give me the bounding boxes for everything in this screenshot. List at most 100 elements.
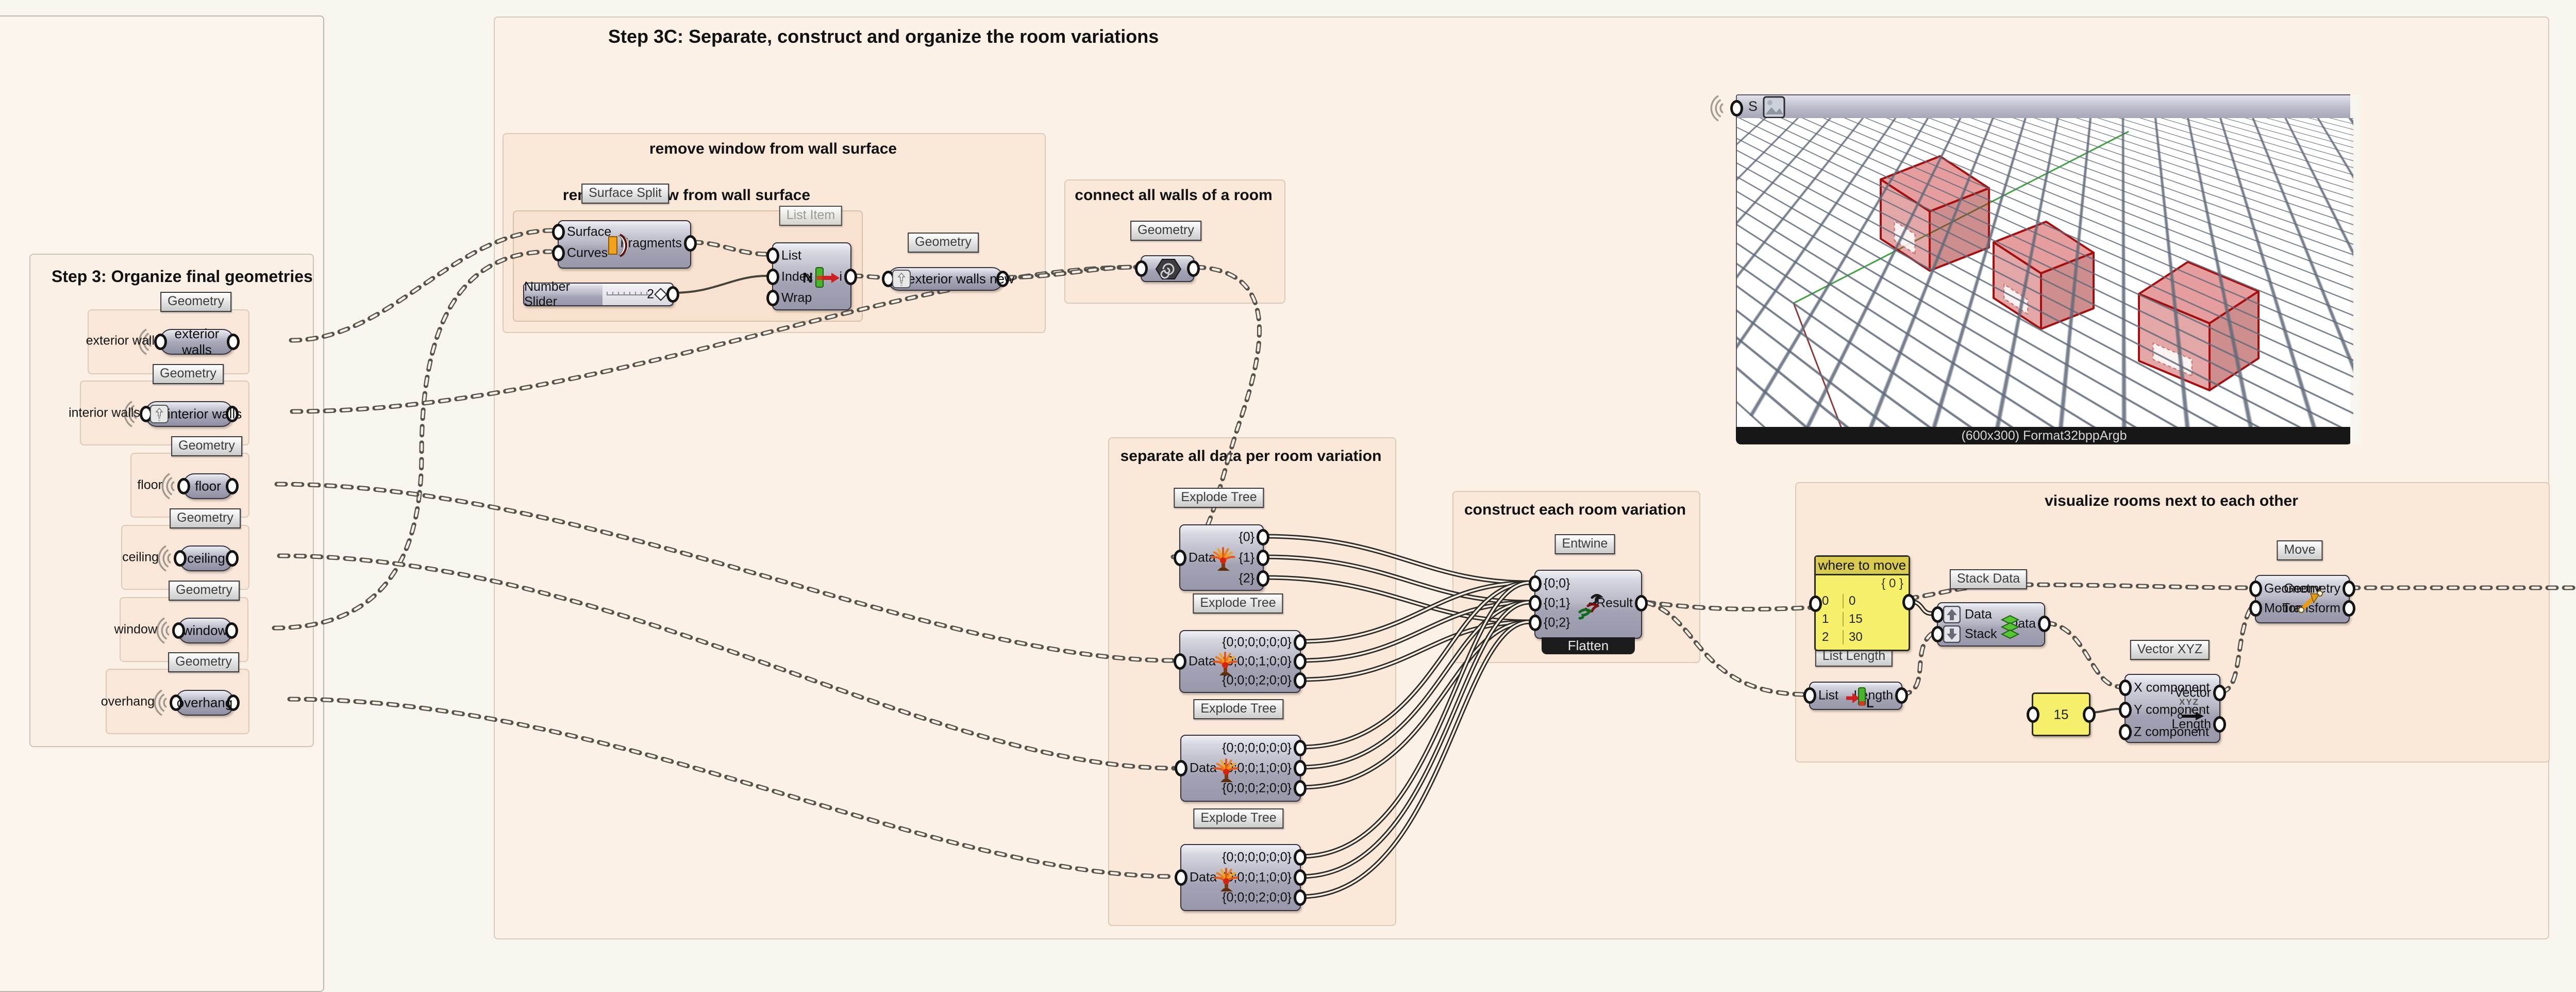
- viewport-image-input-grip[interactable]: [1730, 100, 1743, 117]
- comp-list-item-out-i-grip[interactable]: [844, 269, 857, 285]
- slider-handle[interactable]: [654, 288, 667, 301]
- comp-move-out-Geometry-grip[interactable]: [2343, 581, 2355, 597]
- comp-surface-split-in-Surface-grip[interactable]: [552, 224, 565, 240]
- wire-e1-0[interactable]: [1261, 534, 1532, 585]
- comp-entwine-out-Result-grip[interactable]: [1635, 595, 1648, 611]
- comp-list-length-in-List-grip[interactable]: [1803, 687, 1816, 704]
- param-ceiling-output-grip[interactable]: [226, 550, 239, 567]
- wire-fragments-list[interactable]: [690, 240, 771, 257]
- param-floor[interactable]: floor: [161, 473, 239, 500]
- wire-e3-2[interactable]: [1298, 619, 1532, 790]
- comp-stack-data-out-Data-grip[interactable]: [2038, 616, 2051, 632]
- param-interior-walls[interactable]: interior walls: [124, 401, 242, 427]
- wire-e3-1[interactable]: [1298, 600, 1532, 770]
- wire-i-extnew[interactable]: [850, 273, 886, 280]
- comp-vector-xyz-in-Z component-grip[interactable]: [2119, 724, 2132, 740]
- wire-vector-motion[interactable]: [2218, 606, 2253, 695]
- comp-explode-4[interactable]: Data{0;0;0;0;0;0}{0;0;0;1;0;0}{0;0;0;2;0…: [1175, 844, 1307, 911]
- wire-e4-0[interactable]: [1298, 580, 1532, 859]
- comp-list-item-in-List-grip[interactable]: [766, 247, 779, 264]
- comp-connect[interactable]: [1135, 255, 1200, 282]
- comp-explode-3-in-Data-grip[interactable]: [1175, 760, 1187, 776]
- comp-list-item-in-Wrap-grip[interactable]: [766, 290, 779, 306]
- comp-explode-3-out-{0;0;0;2;0;0}-grip[interactable]: [1294, 780, 1307, 797]
- wire-extnew-connect[interactable]: [1003, 264, 1139, 280]
- comp-move-in-Geometry-grip[interactable]: [2249, 581, 2262, 597]
- param-exterior-walls-new[interactable]: exterior walls new: [882, 267, 1014, 291]
- comp-explode-4-out-{0;0;0;1;0;0}-grip[interactable]: [1294, 869, 1307, 886]
- viewport-image[interactable]: S(600x300) Format32bppArgb: [1710, 94, 2361, 444]
- wire-connect-explode1[interactable]: [1170, 264, 1262, 559]
- panel-where-to-move-input-grip[interactable]: [1809, 596, 1822, 612]
- panel-fifteen-output-grip[interactable]: [2083, 706, 2096, 723]
- comp-explode-1-out-{2}-grip[interactable]: [1257, 570, 1269, 587]
- comp-connect-in-0-grip[interactable]: [1135, 260, 1148, 277]
- wire-e3-0[interactable]: [1298, 580, 1532, 750]
- comp-explode-2-out-{0;0;0;0;0;0}-grip[interactable]: [1294, 634, 1307, 651]
- wire-slider-index[interactable]: [672, 275, 768, 294]
- comp-explode-1[interactable]: Data{0}{1}{2}: [1174, 524, 1269, 591]
- param-window[interactable]: window: [156, 617, 238, 644]
- comp-vector-xyz-in-Y component-grip[interactable]: [2119, 702, 2132, 718]
- wire-stack-xcomp[interactable]: [2044, 620, 2122, 689]
- comp-explode-3-out-{0;0;0;1;0;0}-grip[interactable]: [1294, 760, 1307, 776]
- param-overhang[interactable]: overhang: [154, 689, 240, 716]
- comp-list-length-out-Length-grip[interactable]: [1895, 687, 1908, 704]
- wire-result-listlength[interactable]: [1643, 600, 1808, 697]
- comp-explode-4-out-{0;0;0;2;0;0}-grip[interactable]: [1294, 889, 1307, 906]
- param-overhang-output-grip[interactable]: [227, 695, 240, 711]
- wire-ceiling-explode3[interactable]: [277, 553, 1177, 771]
- param-floor-input-grip[interactable]: [177, 478, 190, 494]
- param-ceiling-input-grip[interactable]: [174, 550, 187, 567]
- param-floor-output-grip[interactable]: [226, 478, 239, 494]
- param-ceiling[interactable]: ceiling: [158, 545, 239, 572]
- param-window-input-grip[interactable]: [172, 622, 185, 639]
- comp-explode-2-out-{0;0;0;2;0;0}-grip[interactable]: [1294, 672, 1307, 689]
- comp-explode-3-out-{0;0;0;0;0;0}-grip[interactable]: [1294, 740, 1307, 756]
- group-connect[interactable]: [1064, 179, 1285, 304]
- comp-surface-split-out-Fragments-grip[interactable]: [684, 235, 697, 252]
- slider-track[interactable]: 2: [603, 284, 673, 305]
- comp-explode-1-out-{0}-grip[interactable]: [1257, 529, 1269, 545]
- wire-window-curves[interactable]: [272, 249, 553, 631]
- wire-e4-1[interactable]: [1298, 600, 1532, 879]
- comp-move-in-Motion-grip[interactable]: [2249, 600, 2262, 617]
- comp-explode-2-in-Data-grip[interactable]: [1174, 653, 1186, 670]
- comp-stack-data-in-Stack-grip[interactable]: [1931, 626, 1944, 642]
- wire-floor-explode2[interactable]: [274, 482, 1176, 663]
- comp-connect-out-0-grip[interactable]: [1187, 260, 1200, 277]
- comp-explode-4-out-{0;0;0;0;0;0}-grip[interactable]: [1294, 849, 1307, 866]
- wire-overhang-explode4[interactable]: [287, 697, 1177, 879]
- comp-explode-3[interactable]: Data{0;0;0;0;0;0}{0;0;0;1;0;0}{0;0;0;2;0…: [1175, 735, 1307, 802]
- comp-entwine-in-{0;1}-grip[interactable]: [1529, 595, 1542, 611]
- wire-e4-2[interactable]: [1298, 619, 1532, 899]
- comp-explode-1-out-{1}-grip[interactable]: [1257, 550, 1269, 566]
- comp-number-slider-output-grip[interactable]: [666, 286, 679, 303]
- comp-vector-xyz-in-X component-grip[interactable]: [2119, 680, 2132, 696]
- panel-fifteen[interactable]: 15: [2027, 692, 2096, 736]
- comp-explode-2[interactable]: Data{0;0;0;0;0;0}{0;0;0;1;0;0}{0;0;0;2;0…: [1174, 630, 1307, 693]
- comp-entwine-in-{0;0}-grip[interactable]: [1529, 575, 1542, 592]
- param-exterior-walls-output-grip[interactable]: [227, 334, 240, 350]
- param-exterior-walls-new-output-grip[interactable]: [996, 271, 1009, 287]
- comp-surface-split-in-Curves-grip[interactable]: [552, 245, 565, 261]
- wire-result-move[interactable]: [1643, 582, 2251, 611]
- comp-explode-2-out-{0;0;0;1;0;0}-grip[interactable]: [1294, 653, 1307, 670]
- comp-explode-1-in-Data-grip[interactable]: [1174, 550, 1186, 566]
- comp-stack-data-in-Data-grip[interactable]: [1931, 606, 1944, 623]
- viewport-image-header[interactable]: S: [1710, 94, 2354, 122]
- param-interior-walls-output-grip[interactable]: [226, 406, 239, 422]
- comp-explode-4-in-Data-grip[interactable]: [1175, 869, 1187, 886]
- param-exterior-walls[interactable]: exterior walls: [138, 326, 240, 357]
- wire-exterior-surface[interactable]: [289, 228, 555, 343]
- panel-fifteen-input-grip[interactable]: [2027, 706, 2039, 723]
